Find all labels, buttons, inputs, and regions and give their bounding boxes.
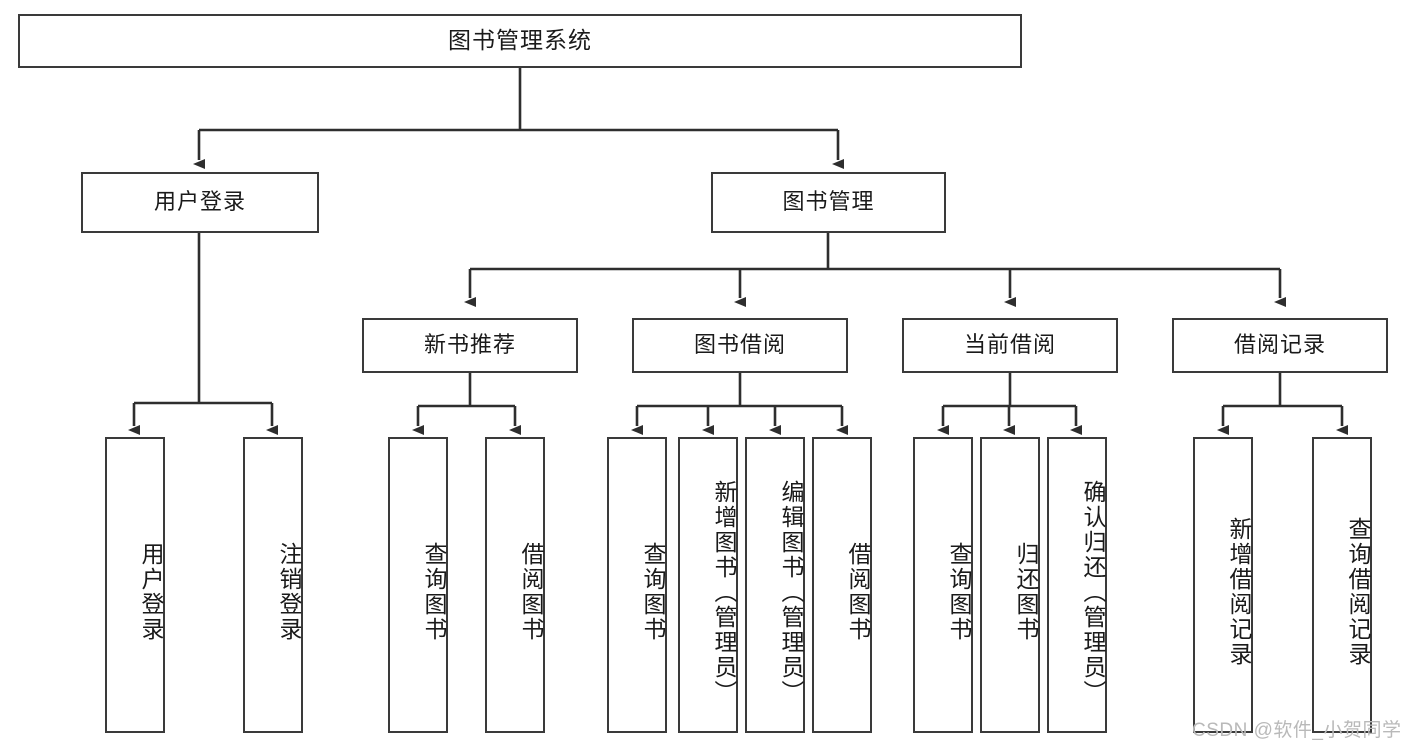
leaf-current-query-book[interactable]: 查询图书 <box>913 437 973 733</box>
node-label: 新增借阅记录 <box>1226 517 1252 667</box>
node-label: 图书管理 <box>782 189 875 215</box>
node-label: 图书借阅 <box>693 332 786 358</box>
leaf-recommend-query-book[interactable]: 查询图书 <box>388 437 448 733</box>
leaf-record-query-record[interactable]: 查询借阅记录 <box>1312 437 1372 733</box>
node-user-login[interactable]: 用户登录 <box>81 172 319 233</box>
node-label: 用户登录 <box>153 189 246 215</box>
node-label: 查询借阅记录 <box>1345 517 1371 667</box>
node-label: 新增图书（管理员） <box>711 479 737 705</box>
node-label: 确认归还（管理员） <box>1080 479 1106 705</box>
leaf-borrow-borrow-book[interactable]: 借阅图书 <box>812 437 872 733</box>
node-label: 查询图书 <box>640 542 666 642</box>
node-borrow-record[interactable]: 借阅记录 <box>1172 318 1388 373</box>
node-label: 当前借阅 <box>963 332 1056 358</box>
node-label: 注销登录 <box>276 542 302 642</box>
node-label: 借阅记录 <box>1233 332 1326 358</box>
node-label: 借阅图书 <box>845 542 871 642</box>
node-book-management[interactable]: 图书管理 <box>711 172 946 233</box>
leaf-borrow-edit-book[interactable]: 编辑图书（管理员） <box>745 437 805 733</box>
node-current-borrow[interactable]: 当前借阅 <box>902 318 1118 373</box>
node-label: 归还图书 <box>1013 542 1039 642</box>
leaf-user-login-logout[interactable]: 注销登录 <box>243 437 303 733</box>
node-label: 图书管理系统 <box>448 27 592 54</box>
node-label: 借阅图书 <box>518 542 544 642</box>
leaf-user-login-login[interactable]: 用户登录 <box>105 437 165 733</box>
csdn-watermark: CSDN @软件_小贺同学 <box>1192 720 1402 741</box>
node-book-borrow[interactable]: 图书借阅 <box>632 318 848 373</box>
node-label: 查询图书 <box>946 542 972 642</box>
leaf-borrow-query-book[interactable]: 查询图书 <box>607 437 667 733</box>
leaf-current-confirm-return[interactable]: 确认归还（管理员） <box>1047 437 1107 733</box>
node-new-book-recommend[interactable]: 新书推荐 <box>362 318 578 373</box>
leaf-record-add-record[interactable]: 新增借阅记录 <box>1193 437 1253 733</box>
leaf-current-return-book[interactable]: 归还图书 <box>980 437 1040 733</box>
leaf-borrow-add-book[interactable]: 新增图书（管理员） <box>678 437 738 733</box>
node-label: 编辑图书（管理员） <box>778 479 804 705</box>
node-label: 新书推荐 <box>423 332 516 358</box>
node-root-system[interactable]: 图书管理系统 <box>18 14 1022 68</box>
node-label: 查询图书 <box>421 542 447 642</box>
node-label: 用户登录 <box>138 542 164 642</box>
leaf-recommend-borrow-book[interactable]: 借阅图书 <box>485 437 545 733</box>
